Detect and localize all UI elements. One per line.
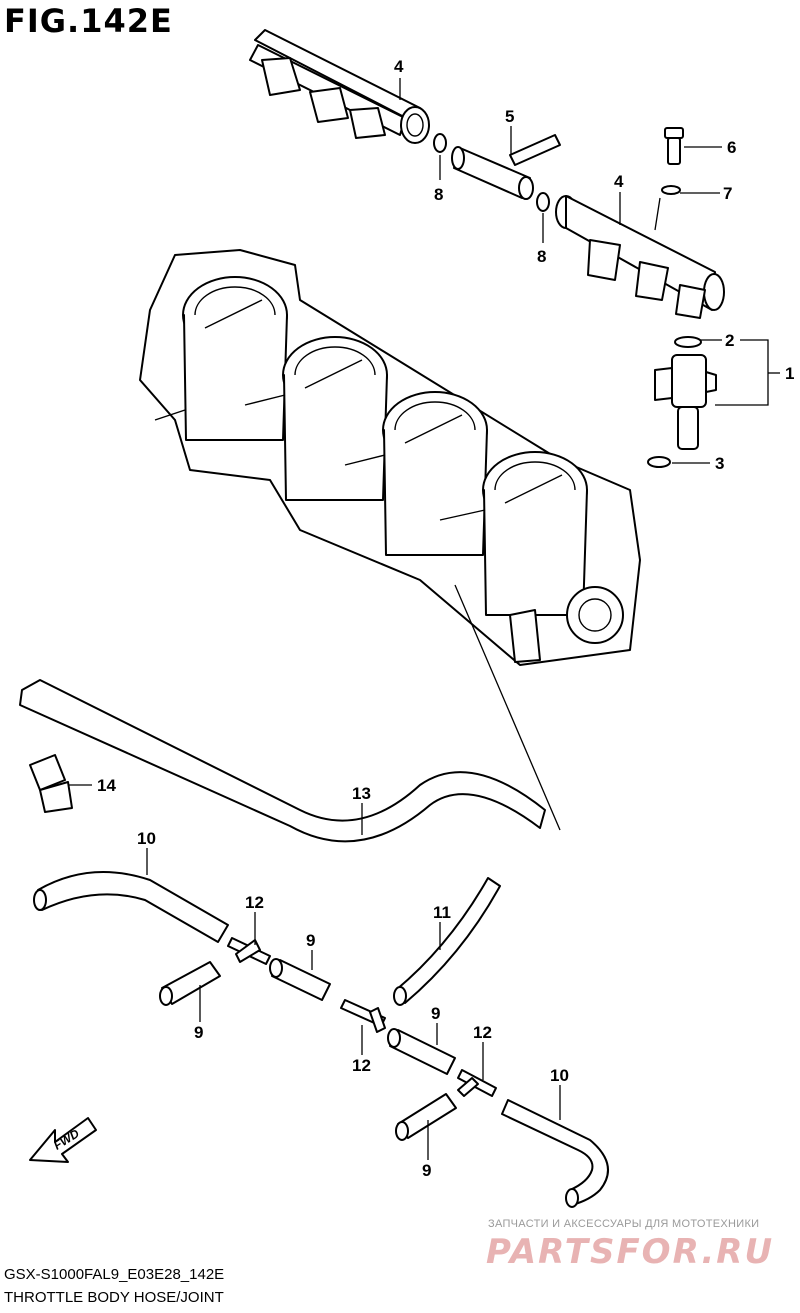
t-joint-center bbox=[340, 999, 386, 1033]
o-ring-right bbox=[536, 192, 550, 212]
callout-10-left: 10 bbox=[137, 829, 156, 848]
callout-6: 6 bbox=[727, 138, 736, 157]
throttle-body-assembly bbox=[139, 249, 641, 666]
callout-9-right: 9 bbox=[431, 1004, 440, 1023]
hose-short-bottom bbox=[395, 1093, 457, 1141]
o-ring-left bbox=[433, 133, 447, 153]
callout-9-left: 9 bbox=[194, 1023, 203, 1042]
callout-9-center: 9 bbox=[306, 931, 315, 950]
callout-12-right: 12 bbox=[473, 1023, 492, 1042]
callout-labels: 4 5 8 8 4 6 7 2 1 3 14 13 10 12 9 11 9 9… bbox=[97, 57, 794, 1180]
leader-throttle-body bbox=[454, 584, 561, 831]
callout-5: 5 bbox=[505, 107, 514, 126]
callout-14: 14 bbox=[97, 776, 116, 795]
figure-title: FIG.142E bbox=[4, 2, 173, 40]
callout-4-upper: 4 bbox=[394, 57, 404, 76]
t-joint-right bbox=[457, 1069, 497, 1097]
hose-right bbox=[501, 1099, 609, 1208]
forward-direction-arrow: FWD bbox=[29, 1117, 97, 1163]
callout-7: 7 bbox=[723, 184, 732, 203]
fuel-injector bbox=[647, 336, 717, 468]
callout-8-right: 8 bbox=[537, 247, 546, 266]
callout-4-right: 4 bbox=[614, 172, 624, 191]
washer bbox=[661, 185, 681, 195]
callout-10-right: 10 bbox=[550, 1066, 569, 1085]
callout-3: 3 bbox=[715, 454, 724, 473]
fuel-joint bbox=[451, 134, 561, 200]
callout-12-center: 12 bbox=[352, 1056, 371, 1075]
fuel-delivery-pipe-lower bbox=[555, 195, 725, 319]
callout-13: 13 bbox=[352, 784, 371, 803]
callout-9-bottom: 9 bbox=[422, 1161, 431, 1180]
t-joint-left bbox=[227, 937, 271, 965]
hose-short-left-lower bbox=[159, 961, 221, 1006]
hose-short-right bbox=[387, 1028, 456, 1075]
callout-11: 11 bbox=[433, 903, 451, 922]
hose-clamp bbox=[29, 754, 73, 813]
bolt bbox=[664, 127, 684, 165]
hose-curved bbox=[393, 877, 501, 1006]
hose-short-center bbox=[269, 958, 331, 1001]
callout-8-left: 8 bbox=[434, 185, 443, 204]
callout-1: 1 bbox=[785, 364, 794, 383]
model-code: GSX-S1000FAL9_E03E28_142E bbox=[4, 1266, 225, 1283]
figure-name: THROTTLE BODY HOSE/JOINT bbox=[4, 1289, 224, 1306]
callout-12-left: 12 bbox=[245, 893, 264, 912]
callout-2: 2 bbox=[725, 331, 734, 350]
watermark-tagline: ЗАПЧАСТИ И АКСЕССУАРЫ ДЛЯ МОТОТЕХНИКИ bbox=[488, 1218, 760, 1230]
leader-lines bbox=[68, 78, 780, 1160]
vacuum-hose-long bbox=[19, 679, 546, 843]
hose-left bbox=[33, 871, 229, 943]
fuel-delivery-pipe-upper bbox=[249, 29, 430, 144]
watermark-logo: PARTSFOR.RU bbox=[486, 1232, 775, 1272]
